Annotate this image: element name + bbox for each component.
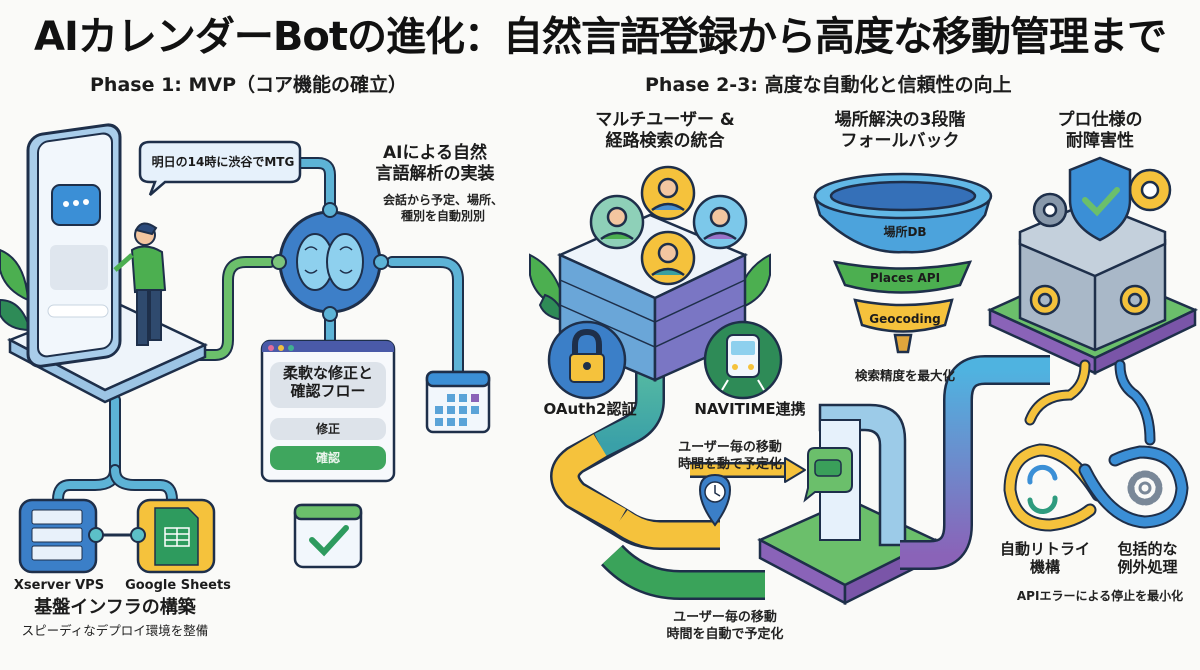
google-sheets-icon [130,498,216,574]
page-title: AIカレンダーBotの進化：自然言語登録から高度な移動管理まで [34,14,1167,60]
phase1-heading: Phase 1: MVP（コア機能の確立） [90,74,408,96]
resilience-pipe [900,355,1050,570]
infra-title: 基盤インフラの構築 [34,597,196,618]
exception-line1: 包括的な [1117,540,1178,558]
train-icon [703,320,783,400]
leaves-left [0,248,32,332]
retry-line1: 自動リトライ [999,540,1090,558]
resilience-title-line1: プロ仕様の [1057,110,1143,130]
nlp-desc-line2: 種別を自動別別 [400,208,485,223]
oauth-label: OAuth2認証 [543,400,637,418]
navitime-label: NAVITIME連携 [694,400,806,418]
speech-bubble [138,140,302,196]
retry-line2: 機構 [1029,558,1060,577]
nlp-desc-line1: 会話から予定、場所、 [382,193,503,207]
fallback-title-line2: フォールバック [840,130,960,151]
fallback-desc: 検索精度を最大化 [854,368,955,383]
travel-caption-lower: ユーザー毎の移動 時間を自動で予定化 [660,610,790,644]
travel-upper-line1: ユーザー毎の移動 [678,440,782,455]
fallback-tier-3: Geocoding [869,312,941,326]
user-avatars [589,165,748,286]
kiosk-platform [757,403,938,606]
exception-line2: 例外処理 [1117,558,1178,577]
route-path [550,350,806,600]
server-icon [18,498,104,574]
multiuser-title-line2: 経路検索の統合 [605,130,725,151]
speech-bubble-text: 明日の14時に渋谷でMTG [151,155,295,169]
travel-lower-line1: ユーザー毎の移動 [673,610,777,625]
fallback-funnel [813,172,993,354]
fallback-title: 場所解決の3段階 フォールバック [815,110,985,151]
brain-icon [271,202,389,322]
phase23-heading: Phase 2-3: 高度な自動化と信頼性の向上 [645,74,1012,96]
sheets-label: Google Sheets [125,578,231,593]
resilience-desc: APIエラーによる停止を最小化 [1016,589,1184,603]
multiuser-title: マルチユーザー & 経路検索の統合 [585,110,745,151]
resilience-title-line2: 耐障害性 [1066,130,1134,151]
calendar-check-icon [293,503,363,569]
confirm-window-title: 柔軟な修正と 確認フロー [270,364,386,401]
calendar-icon [425,370,491,434]
nlp-title: AIによる自然 言語解析の実装 [360,143,510,184]
fallback-title-line1: 場所解決の3段階 [834,110,966,130]
person-figure [113,222,167,346]
exception-label: 包括的な 例外処理 [1100,540,1195,577]
nlp-title-line1: AIによる自然 [383,143,487,163]
multiuser-title-line1: マルチユーザー & [595,110,735,130]
confirm-title-line1: 柔軟な修正と [282,364,373,382]
lock-icon [547,320,627,400]
edit-button[interactable]: 修正 [270,418,386,440]
resilience-title: プロ仕様の 耐障害性 [1030,110,1170,151]
travel-upper-line2: 時間を動で予定化 [677,456,782,472]
confirm-title-line2: 確認フロー [290,382,366,401]
clock-pin-icon [698,473,732,527]
retry-label: 自動リトライ 機構 [990,540,1100,577]
travel-caption-upper: ユーザー毎の移動 時間を動で予定化 [670,440,790,474]
retry-exception-loop [1003,359,1189,532]
infra-desc: スピーディなデプロイ環境を整備 [21,623,209,638]
nlp-desc: 会話から予定、場所、 種別を自動別別 [368,193,518,224]
fallback-tier-1: 場所DB [883,225,927,239]
confirm-button[interactable]: 確認 [270,446,386,470]
phase1-pipes [52,157,464,537]
travel-lower-line2: 時間を自動で予定化 [666,626,784,642]
smartphone-icon [26,123,122,368]
nlp-title-line2: 言語解析の実装 [375,163,495,184]
server-label: Xserver VPS [13,578,105,593]
fallback-tier-2: Places API [869,271,941,285]
castle-fortress [986,156,1199,375]
